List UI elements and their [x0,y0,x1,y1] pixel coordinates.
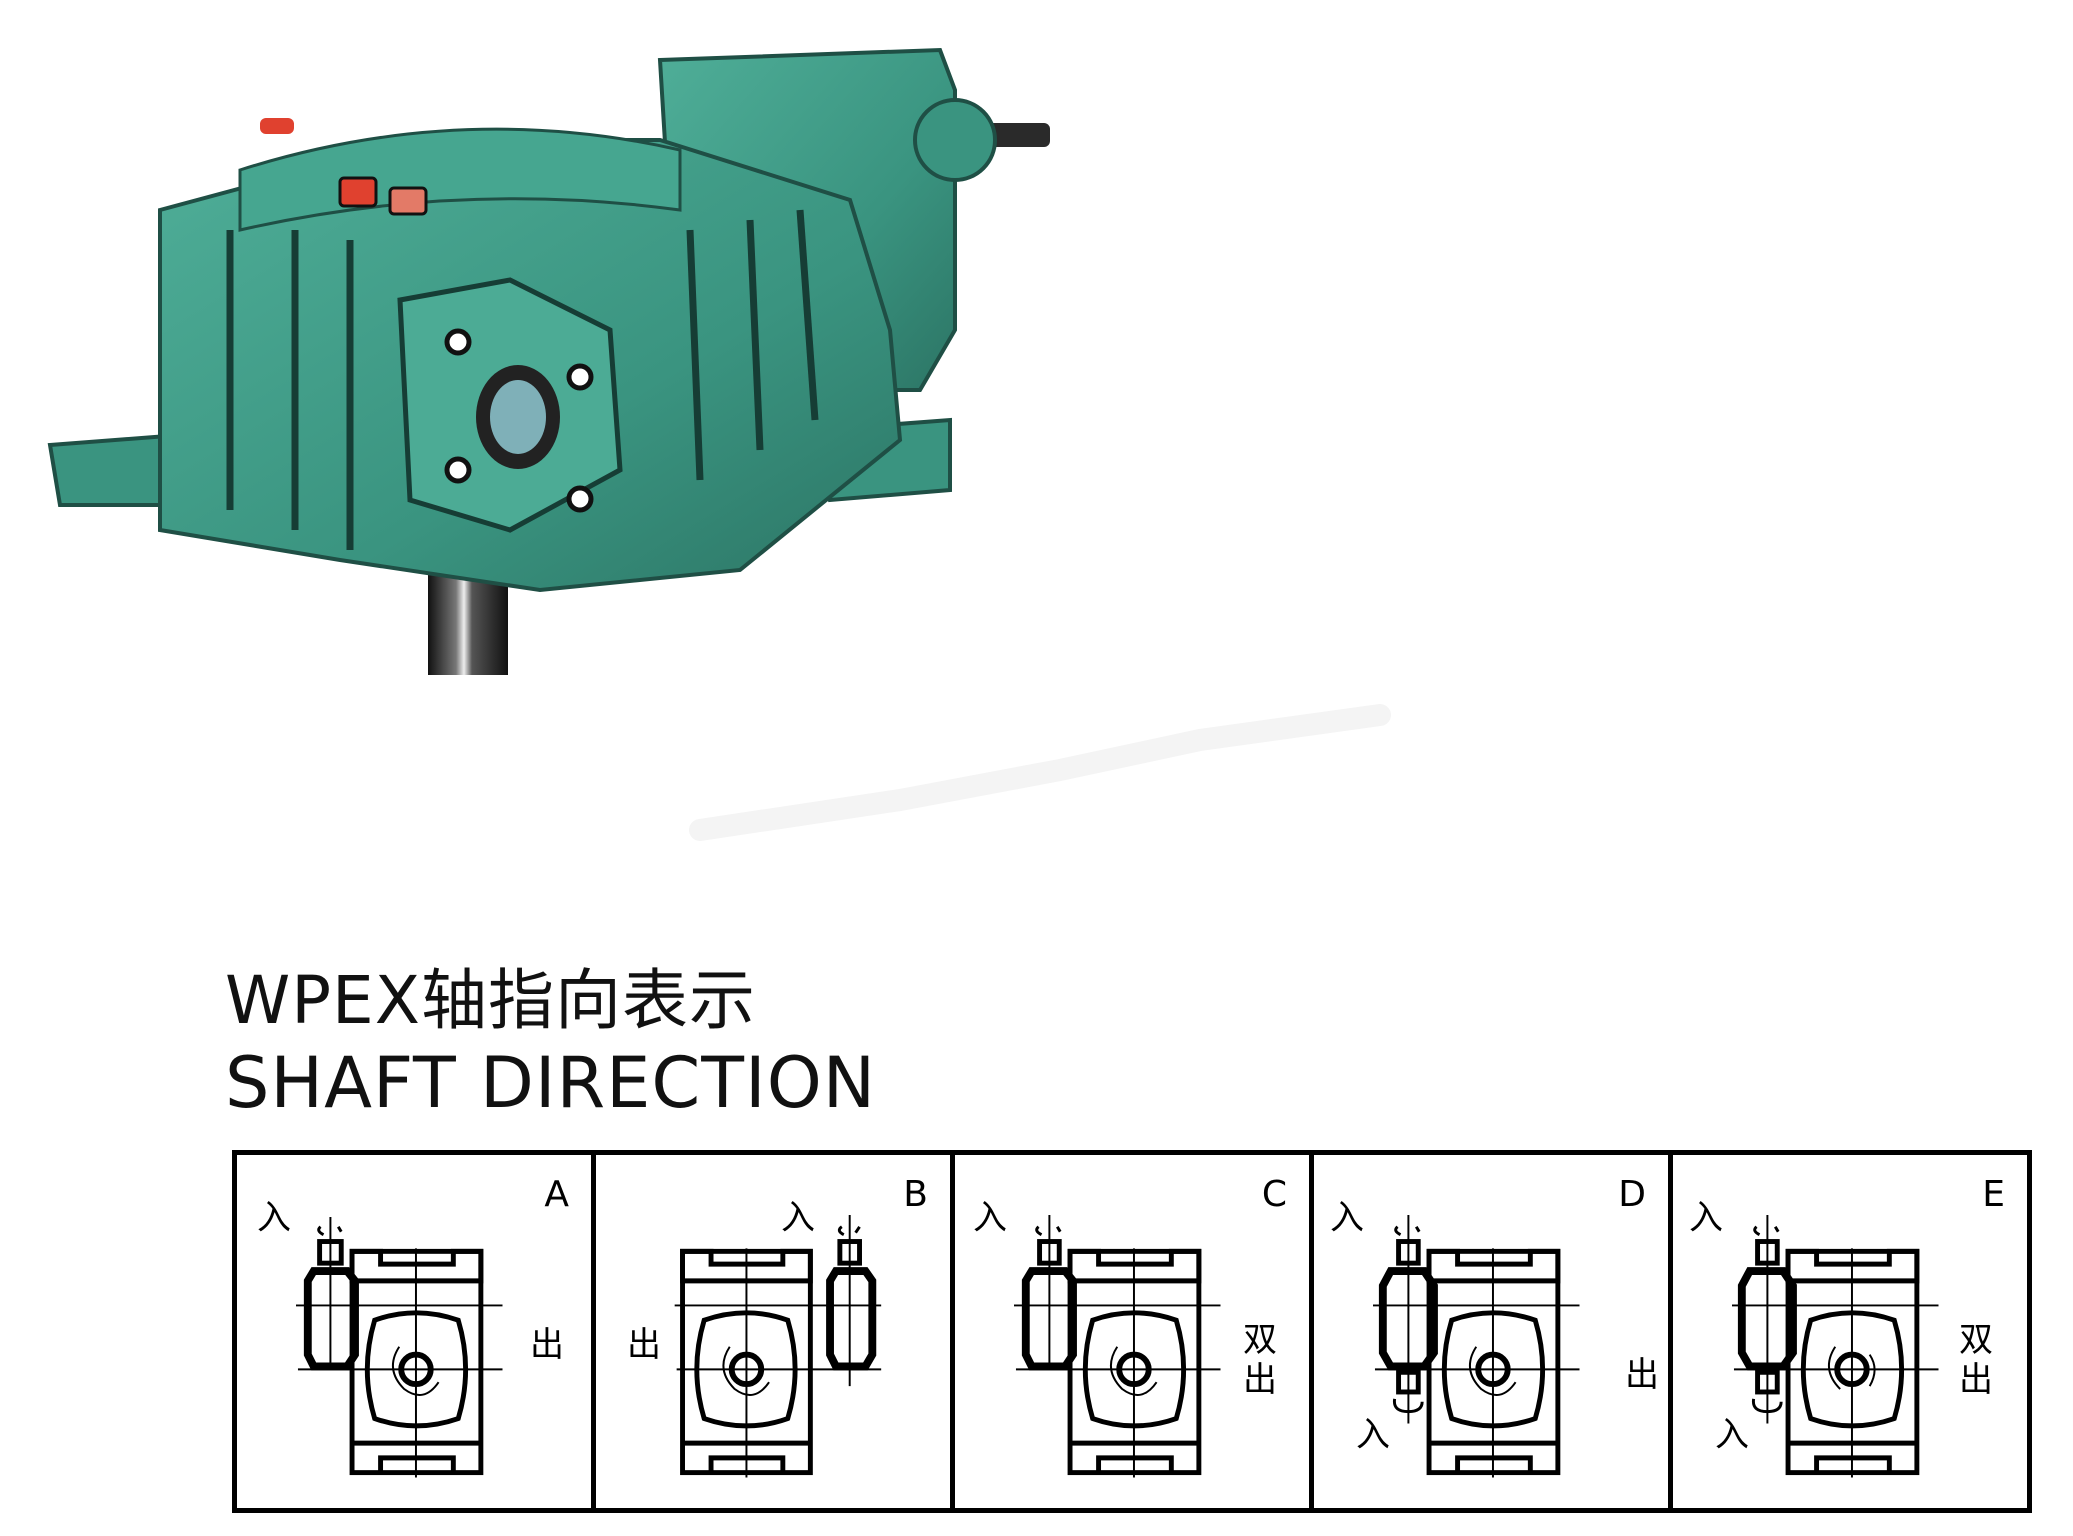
direction-cell-c: C 入 双出 [955,1155,1314,1508]
gearbox-diagram-d [1373,1214,1580,1478]
output-label: 出 [530,1325,564,1365]
input-label-bottom: 入 [1715,1415,1749,1455]
output-label: 双出 [1959,1320,1993,1400]
gearbox-diagram-c [1014,1214,1221,1478]
input-label-top: 入 [1330,1198,1364,1238]
input-label: 入 [781,1198,815,1238]
input-label: 入 [257,1198,291,1238]
watermark [680,700,1400,860]
gearbox-diagram-e [1732,1214,1939,1478]
direction-cell-d: D 入 入 出 [1314,1155,1673,1508]
cell-letter: B [903,1174,928,1215]
input-label-bottom: 入 [1356,1415,1390,1455]
input-label-top: 入 [1689,1198,1723,1238]
direction-cell-e: E 入 入 双出 [1673,1155,2027,1508]
gear-reducer-illustration [47,47,1050,675]
output-label: 双出 [1243,1320,1277,1400]
output-label: 出 [627,1325,661,1365]
heading-chinese: WPEX轴指向表示 [225,962,756,1039]
input-label: 入 [973,1198,1007,1238]
cell-letter: C [1261,1174,1287,1215]
gearbox-diagram-b [674,1214,882,1478]
gearbox-diagram-a [296,1216,503,1478]
cell-letter: A [544,1174,569,1215]
shaft-direction-table: A 入 出 B 入 出 [232,1150,2032,1513]
direction-cell-b: B 入 出 [596,1155,955,1508]
cell-letter: E [1982,1174,2005,1215]
cell-letter: D [1618,1174,1646,1215]
section-heading: WPEX轴指向表示 SHAFT DIRECTION [225,962,877,1124]
direction-cell-a: A 入 出 [237,1155,596,1508]
product-photo [40,30,1070,680]
output-label: 出 [1625,1355,1659,1395]
heading-english: SHAFT DIRECTION [225,1042,877,1124]
